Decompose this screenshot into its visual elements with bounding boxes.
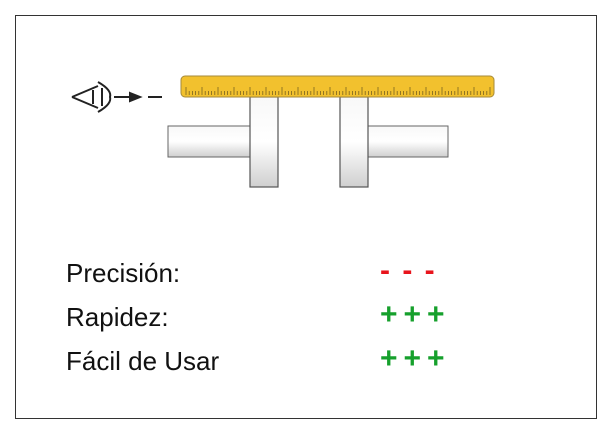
rating-label-precision: Precisión: xyxy=(66,258,181,288)
rating-value-speed: +++ xyxy=(380,298,451,331)
sight-arrow xyxy=(114,91,162,103)
ruler-ticks xyxy=(185,87,491,95)
rating-value-precision: - - - xyxy=(380,254,437,287)
left-coupling-hub xyxy=(249,96,279,188)
left-shaft xyxy=(167,125,251,158)
diagram-frame xyxy=(15,15,597,419)
right-shaft xyxy=(367,125,449,158)
rating-label-speed: Rapidez: xyxy=(66,302,169,332)
right-coupling-hub xyxy=(339,96,369,188)
rating-value-ease-of-use: +++ xyxy=(380,342,451,375)
rating-label-ease-of-use: Fácil de Usar xyxy=(66,346,220,376)
eye-icon xyxy=(71,81,112,113)
